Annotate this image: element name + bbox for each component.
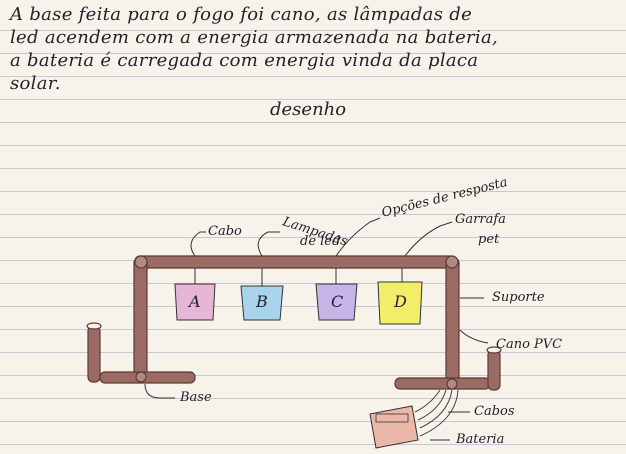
label-cano-pvc: Cano PVC [496,337,563,352]
pvc-frame [86,255,502,391]
drawing-title: desenho [270,99,347,120]
bottle-wires [194,268,403,286]
battery [369,405,419,449]
label-bateria: Bateria [456,432,505,447]
label-arrows [144,217,489,441]
paragraph-line-3: a bateria é carregada com energia vinda … [10,50,479,71]
bottle-d-letter: D [394,292,407,311]
label-lampadas-2: de led [300,234,341,249]
battery-cables [414,389,459,437]
paragraph-line-4: solar. [10,73,61,94]
paragraph-line-2: led acendem com a energia armazenada na … [10,27,499,48]
label-garrafa: Garrafa [455,212,506,227]
label-cabos: Cabos [474,404,515,419]
paragraph-line-1: A base feita para o fogo foi cano, as lâ… [10,4,473,25]
bottle-c-letter: C [331,292,344,311]
bottle-b [240,285,284,321]
label-garrafa-2: pet [478,232,500,247]
bottle-c [315,283,358,321]
bottle-a [174,283,216,321]
bottle-b-letter: B [256,292,268,311]
label-base: Base [180,390,212,405]
bottle-d [377,281,423,325]
label-suporte: Suporte [492,290,545,305]
label-cabo: Cabo [208,224,242,239]
bottle-a-letter: A [189,292,201,311]
